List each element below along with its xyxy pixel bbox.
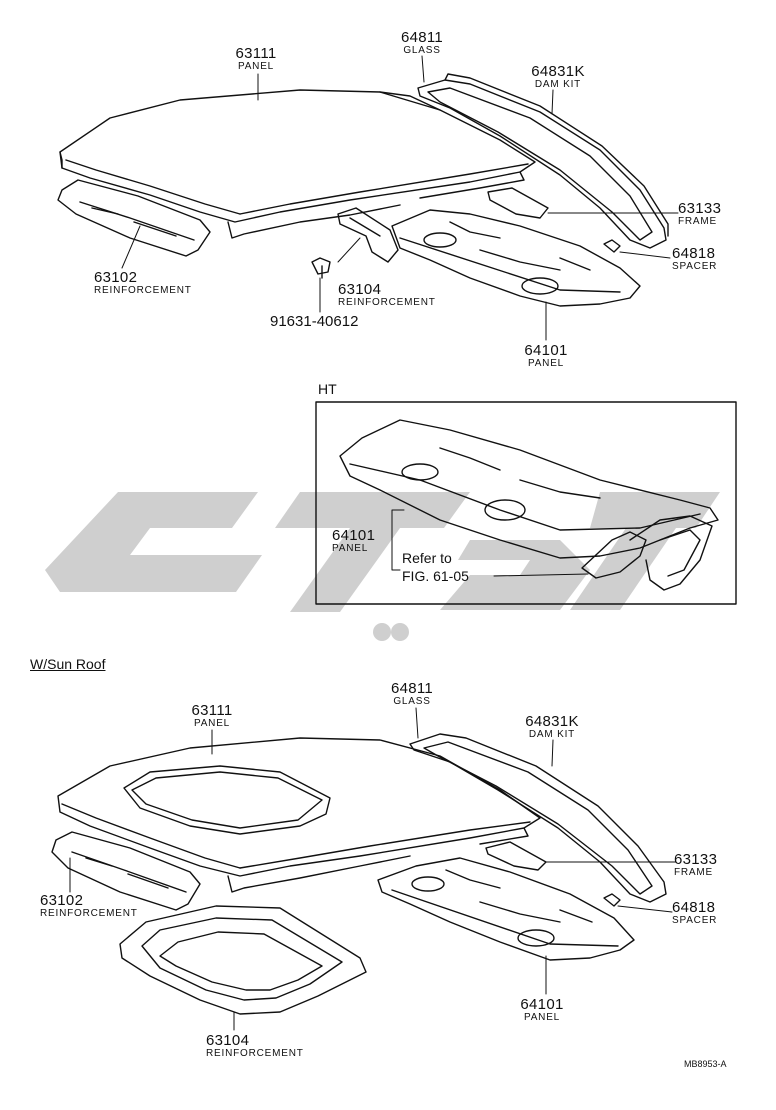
label-ht-panel: 64101 PANEL (332, 528, 392, 554)
sunroof-frame-drawing (485, 841, 547, 871)
part-name: GLASS (393, 696, 431, 707)
roof-panel-drawing (59, 89, 536, 239)
label-bolt: 91631-40612 (270, 313, 359, 330)
part-name: FRAME (678, 216, 717, 227)
ht-leader-lines (391, 509, 589, 577)
part-number: 64101 (524, 342, 568, 359)
leader-lines-sunroof (69, 707, 677, 1031)
label-front-reinforcement-upper: 63102 REINFORCEMENT (94, 270, 214, 296)
ht-refer-line1: Refer to (402, 550, 452, 566)
sunroof-glass-drawing (409, 733, 667, 903)
part-number: 63133 (674, 851, 718, 868)
watermark-logo (45, 492, 720, 641)
figure-code: MB8953-A (684, 1059, 727, 1069)
part-name: PANEL (332, 543, 369, 554)
part-name: PANEL (523, 1012, 561, 1023)
ht-title: HT (318, 381, 337, 397)
part-number: 63111 (235, 45, 277, 62)
ht-refer-line2: FIG. 61-05 (402, 568, 469, 584)
part-number: 64818 (672, 245, 716, 262)
label-spacer-sunroof: 64818 SPACER (672, 900, 742, 926)
frame-drawing (487, 187, 549, 219)
sunroof-front-reinforcement-drawing (51, 831, 201, 911)
label-dam-kit-sunroof: 64831K DAM KIT (516, 714, 588, 740)
part-name: REINFORCEMENT (206, 1048, 304, 1059)
part-name: DAM KIT (534, 79, 582, 90)
label-rear-panel-sunroof: 64101 PANEL (510, 997, 574, 1023)
part-number: 63111 (191, 702, 233, 719)
part-number: 63102 (94, 269, 138, 286)
part-name: PANEL (237, 61, 275, 72)
part-number: 64811 (400, 29, 444, 46)
bolt-drawing (311, 257, 331, 279)
label-frame-sunroof: 63133 FRAME (674, 852, 744, 878)
label-glass-sunroof: 64811 GLASS (382, 681, 442, 707)
label-glass-upper: 64811 GLASS (392, 30, 452, 56)
part-name: GLASS (403, 45, 441, 56)
sunroof-spacer-drawing (603, 893, 621, 907)
part-name: SPACER (672, 915, 718, 926)
label-panel-sunroof: 63111 PANEL (180, 703, 244, 729)
label-front-reinforcement-sunroof: 63102 REINFORCEMENT (40, 893, 160, 919)
sunroof-rear-reinforcement-drawing (119, 905, 367, 1015)
ht-inset (315, 401, 737, 605)
label-rear-reinforcement-sunroof: 63104 REINFORCEMENT (206, 1033, 326, 1059)
label-rear-reinforcement-upper: 63104 REINFORCEMENT (338, 282, 458, 308)
spacer-drawing (603, 239, 621, 253)
part-number: 64101 (520, 996, 564, 1013)
part-name: REINFORCEMENT (338, 297, 436, 308)
part-number: 64831K (531, 63, 585, 80)
part-number: 64101 (332, 527, 376, 544)
label-dam-kit-upper: 64831K DAM KIT (522, 64, 594, 90)
part-number: 63133 (678, 200, 722, 217)
upper-roof-assembly (57, 55, 679, 341)
ht-box (315, 401, 737, 605)
sunroof-assembly (51, 707, 677, 1031)
glass-drawing (417, 73, 669, 249)
ht-bracket-drawing (581, 515, 713, 591)
part-name: PANEL (193, 718, 231, 729)
part-number: 64811 (390, 680, 434, 697)
part-name: PANEL (527, 358, 565, 369)
leader-lines-upper (121, 55, 679, 341)
label-spacer-upper: 64818 SPACER (672, 246, 742, 272)
part-number: 63102 (40, 892, 84, 909)
part-number: 64818 (672, 899, 716, 916)
sunroof-panel-drawing (57, 737, 541, 893)
sunroof-rear-panel-drawing (377, 857, 635, 961)
label-rear-panel-upper: 64101 PANEL (514, 343, 578, 369)
part-number: 64831K (525, 713, 579, 730)
rear-panel-drawing (391, 209, 641, 307)
part-number: 63104 (338, 281, 382, 298)
front-reinforcement-drawing (57, 179, 211, 257)
part-name: FRAME (674, 867, 713, 878)
sunroof-section-title: W/Sun Roof (30, 656, 106, 672)
part-name: SPACER (672, 261, 718, 272)
part-name: REINFORCEMENT (94, 285, 192, 296)
ht-rear-panel-drawing (339, 419, 719, 559)
label-panel-upper: 63111 PANEL (224, 46, 288, 72)
part-number: 63104 (206, 1032, 250, 1049)
rear-reinforcement-drawing (337, 207, 399, 263)
part-name: REINFORCEMENT (40, 908, 138, 919)
part-name: DAM KIT (528, 729, 576, 740)
label-frame-upper: 63133 FRAME (678, 201, 748, 227)
